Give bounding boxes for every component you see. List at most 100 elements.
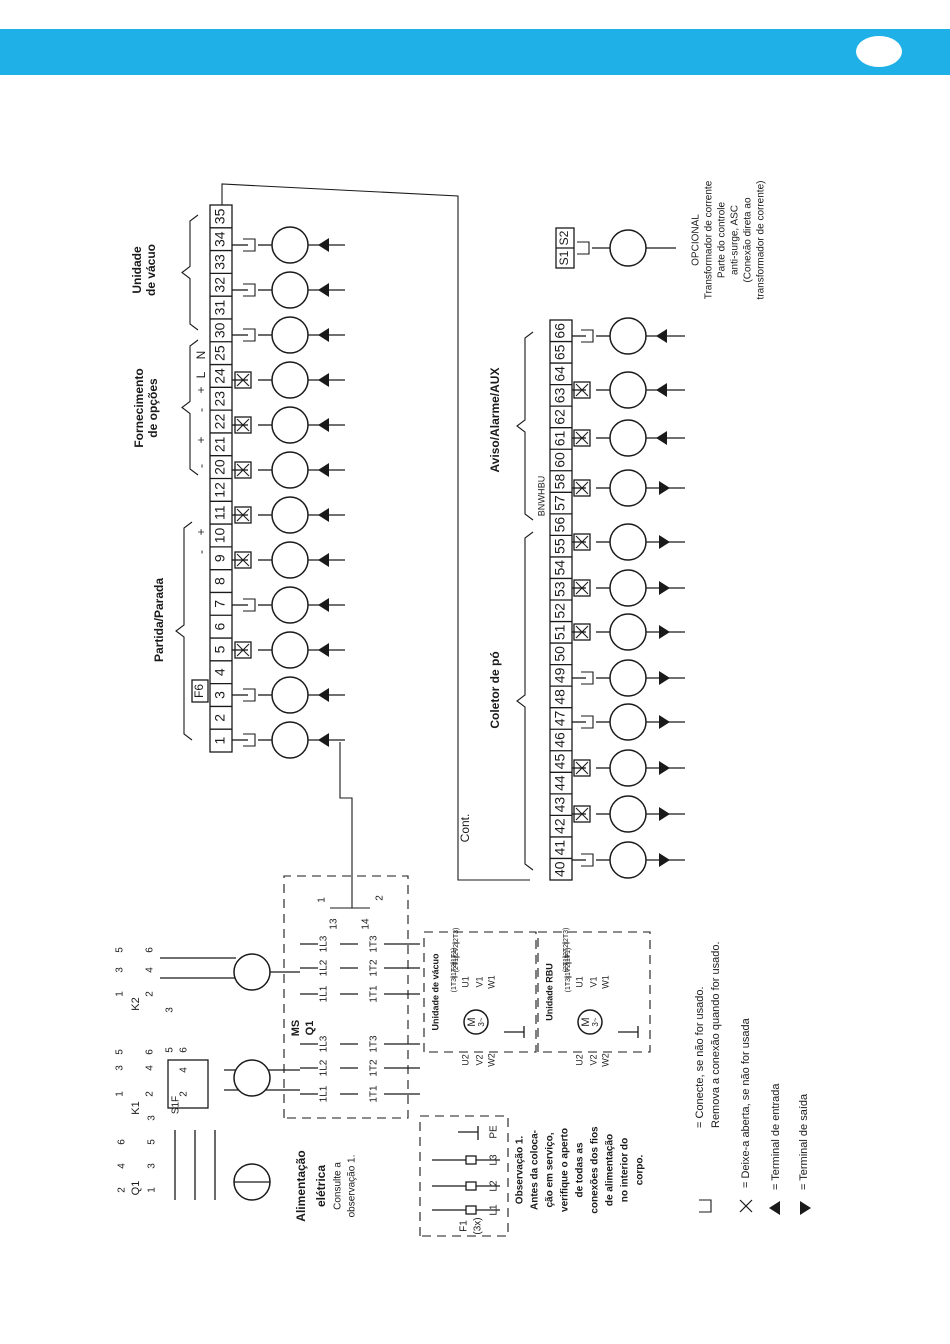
top-terminal-label: 23 — [212, 391, 228, 407]
ms-in-terminal: 1L2 — [319, 1059, 330, 1076]
bottom-open-mark-b — [575, 431, 589, 445]
fuse-f6-box — [191, 679, 209, 703]
vacuum-unit-tag: (1T3) — [451, 976, 458, 993]
ms-in-terminal: 1L2 — [319, 959, 330, 976]
k2-contact-num: 4 — [145, 967, 156, 973]
bottom-channel-coil — [609, 795, 647, 833]
ms-dashed-box — [283, 875, 409, 1119]
top-input-arrow — [318, 238, 329, 252]
legend-connect-2: Remova a conexão quando for usado. — [710, 941, 722, 1128]
rbu-tag-b: (2T3) — [563, 928, 570, 945]
top-terminal-label: 2 — [212, 714, 228, 722]
k1-label: K1 — [130, 1101, 142, 1114]
power-subtitle: Consulte a — [333, 1162, 344, 1210]
bottom-terminal-label: 41 — [552, 840, 568, 856]
bottom-terminal-label: 44 — [552, 775, 568, 791]
bottom-terminal-label: 46 — [552, 732, 568, 748]
k2-contact-num: 2 — [145, 991, 156, 997]
vacuum-unit-label: Unidade de vácuo — [430, 953, 440, 1031]
bottom-terminal-label: 48 — [552, 689, 568, 705]
top-terminal-label: 7 — [212, 600, 228, 608]
bottom-open-mark-box — [573, 805, 591, 823]
vacuum-unit-symbol: M — [466, 1017, 478, 1026]
bottom-open-mark-b — [575, 481, 589, 495]
ms-out-terminal: 1T3 — [369, 1035, 380, 1053]
ms-in-terminal: 1L3 — [319, 935, 330, 952]
k2-contact-num: 3 — [115, 967, 126, 973]
top-terminal-label: 34 — [212, 231, 228, 247]
f1-fuse-body — [465, 1155, 477, 1165]
top-open-mark-b — [236, 508, 250, 522]
top-connect-mark — [243, 598, 256, 612]
power-subtitle: observação 1. — [347, 1155, 358, 1218]
top-channel-coil — [271, 496, 309, 534]
top-input-arrow — [318, 283, 329, 297]
top-channel-coil — [271, 586, 309, 624]
legend-output-icon — [800, 1201, 811, 1215]
top-terminal-label: 25 — [212, 345, 228, 361]
note-line: Observação 1. — [515, 1136, 526, 1205]
top-input-arrow — [318, 598, 329, 612]
aux-contact-14: 14 — [361, 918, 372, 930]
polarity-mark: + — [194, 436, 208, 443]
polarity-mark: + — [194, 528, 208, 535]
bottom-channel-coil — [609, 317, 647, 355]
top-terminal-label: 33 — [212, 254, 228, 270]
vacuum-tag-b: (2T2) — [453, 942, 460, 959]
label-unidade-2: de vácuo — [144, 244, 158, 296]
q1-contact-num: 1 — [147, 1187, 158, 1193]
vacuum-unit-w2: W2 — [486, 1053, 496, 1067]
power-title-1: Alimentação — [294, 1150, 308, 1221]
bottom-open-mark-box — [573, 579, 591, 597]
polarity-mark: - — [194, 550, 208, 554]
bottom-terminal-arrow — [659, 481, 670, 495]
rbu-unit-tag: (1T3) — [565, 976, 572, 993]
label-fornecimento-2: de opções — [146, 378, 160, 438]
top-terminal-label: 24 — [212, 368, 228, 384]
s1f-label: S1F — [171, 1096, 182, 1114]
bottom-open-mark-box — [573, 429, 591, 447]
k1-contact-num: 1 — [115, 1091, 126, 1097]
rbu-unit-tag: (1T2) — [565, 962, 572, 979]
bottom-terminal-label: 49 — [552, 667, 568, 683]
bottom-channel-coil — [609, 523, 647, 561]
top-terminal-label: 5 — [212, 645, 228, 653]
line-l1: L1 — [489, 1204, 500, 1216]
rbu-unit-u2: U2 — [574, 1054, 584, 1066]
bottom-open-mark-box — [573, 533, 591, 551]
ct-text: transformador de corrente) — [756, 181, 767, 300]
brace-aviso — [516, 331, 534, 521]
q1-contact-num: 3 — [147, 1163, 158, 1169]
bottom-open-mark-box — [573, 479, 591, 497]
ms-out-terminal: 1T1 — [369, 985, 380, 1003]
vacuum-unit-tag: (1T1) — [451, 948, 458, 965]
top-open-mark-box — [234, 371, 252, 389]
polarity-mark: L — [194, 371, 208, 378]
top-input-arrow — [318, 463, 329, 477]
s1f-num: 2 — [179, 1091, 190, 1097]
vacuum-unit-w1: W1 — [486, 975, 496, 989]
brace-partida — [175, 521, 193, 741]
label-aviso-alarme: Aviso/Alarme/AUX — [488, 368, 502, 473]
label-cont: Cont. — [458, 814, 472, 843]
rbu-unit-box — [537, 931, 651, 1053]
bottom-terminal-label: 43 — [552, 797, 568, 813]
top-terminal-label: 21 — [212, 436, 228, 452]
top-input-arrow — [318, 373, 329, 387]
legend-open: = Deixe-a aberta, se não for usada — [740, 1017, 752, 1188]
top-input-arrow — [318, 553, 329, 567]
bottom-terminal-label: 66 — [552, 323, 568, 339]
bottom-terminal-label: 47 — [552, 710, 568, 726]
f1-fuse-body — [465, 1205, 477, 1215]
rbu-unit-w1: W1 — [600, 975, 610, 989]
wire-color-label: BN — [536, 504, 546, 517]
power-title-2: elétrica — [314, 1165, 328, 1207]
bottom-channel-coil — [609, 469, 647, 507]
rbu-unit-label: Unidade RBU — [544, 963, 554, 1021]
header-bar — [0, 29, 950, 75]
rbu-unit-u1: U1 — [574, 976, 584, 988]
top-input-arrow — [318, 328, 329, 342]
k2-contact-num: 5 — [115, 947, 126, 953]
bottom-terminal-label: 52 — [552, 603, 568, 619]
vacuum-unit-motor — [463, 1009, 489, 1035]
